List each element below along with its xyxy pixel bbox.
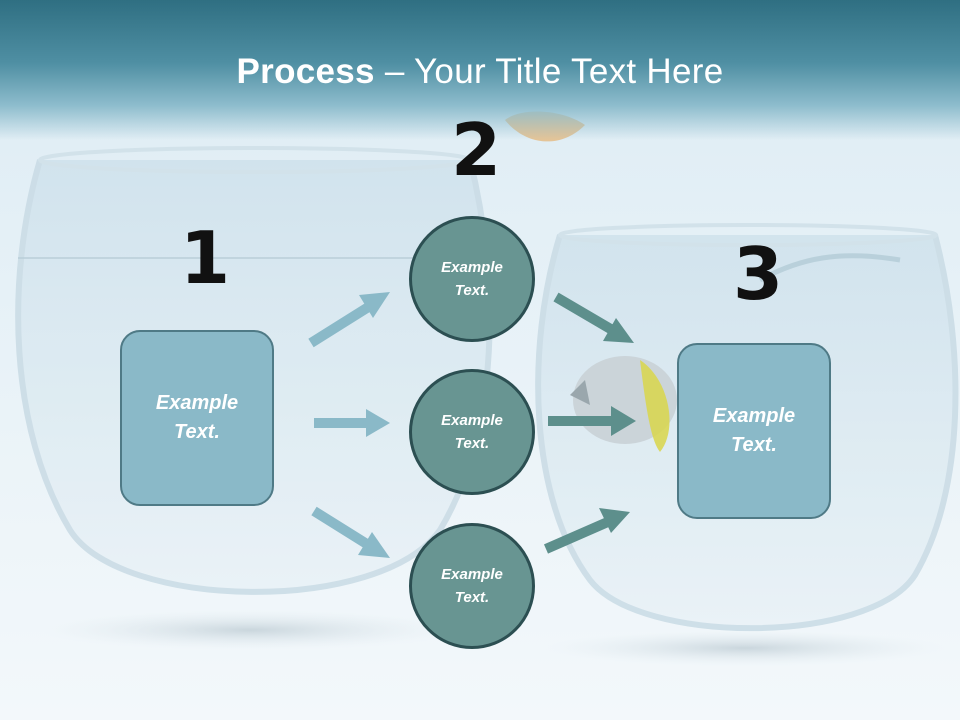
step-number-1: 1 <box>180 216 231 300</box>
step-1-label: Example Text. <box>155 392 239 443</box>
water-splash <box>758 253 901 283</box>
arrow-2a-to-3 <box>553 292 634 343</box>
step-1-box[interactable]: Example Text. <box>120 330 274 506</box>
arrow-2b-to-3 <box>548 406 636 436</box>
step-3-label: Example Text. <box>712 405 796 456</box>
bowl-shadow-right <box>545 630 945 666</box>
bowl-shadow-left <box>40 610 460 650</box>
step-number-3: 3 <box>733 232 784 316</box>
arrow-2c-to-3 <box>543 508 630 554</box>
arrow-1-to-2b <box>314 409 390 437</box>
bowl-rim-left <box>38 146 472 174</box>
step-2-label-bottom: Example Text. <box>441 566 503 606</box>
page-title: Process – Your Title Text Here <box>0 52 960 92</box>
title-rest: – Your Title Text Here <box>374 52 724 91</box>
step-2-label-top: Example Text. <box>441 259 503 299</box>
title-bar <box>0 0 960 140</box>
title-bold: Process <box>236 52 375 91</box>
bowl-rim-right <box>558 223 938 247</box>
step-2-circle-middle[interactable]: Example Text. <box>409 369 535 495</box>
arrow-1-to-2a <box>308 292 390 348</box>
step-2-circle-bottom[interactable]: Example Text. <box>409 523 535 649</box>
step-3-box[interactable]: Example Text. <box>677 343 831 519</box>
step-2-label-middle: Example Text. <box>441 412 503 452</box>
step-number-2: 2 <box>451 108 502 192</box>
step-2-circle-top[interactable]: Example Text. <box>409 216 535 342</box>
arrow-1-to-2c <box>311 506 390 558</box>
